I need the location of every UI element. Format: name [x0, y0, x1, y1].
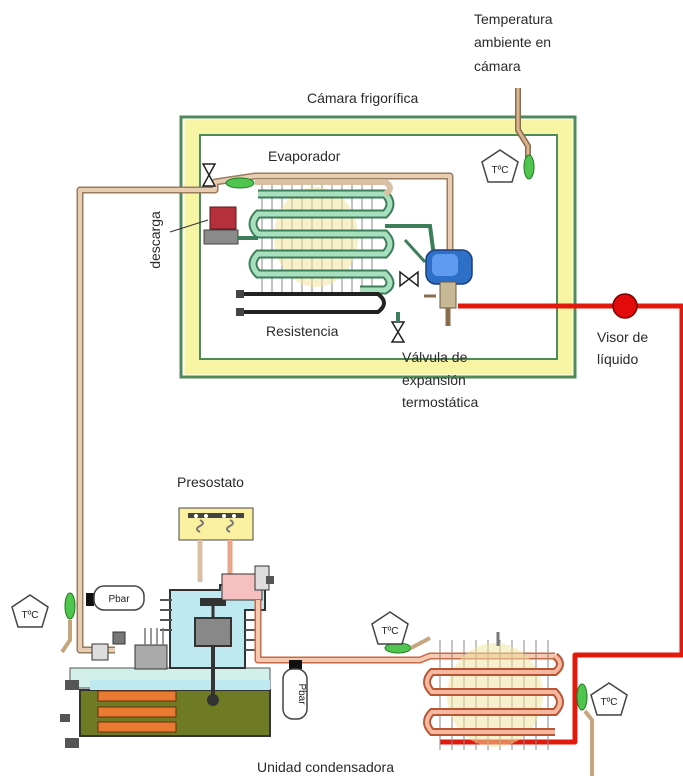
label-temp-ambient-2: ambiente en: [474, 34, 551, 50]
expansion-valve: [424, 249, 473, 326]
temp-sensor-suction: TºC: [11, 594, 49, 628]
pressure-sensor-suction: Pbar: [86, 585, 145, 611]
temp-sensor-discharge-label: TºC: [382, 626, 399, 637]
temp-sensor-ambient-label: TºC: [492, 165, 509, 176]
manual-valve-top: [201, 163, 217, 187]
temp-sensor-liquid: TºC: [590, 682, 628, 716]
label-descarga: descarga: [147, 211, 163, 269]
temp-sensor-discharge: TºC: [371, 611, 409, 645]
pressure-sensor-discharge-label: Pbar: [296, 683, 307, 705]
compressor-unit: [60, 565, 274, 748]
label-visor-2: líquido: [597, 351, 638, 367]
manual-valve-bottom: [390, 321, 406, 343]
label-visor-1: Visor de: [597, 329, 648, 345]
manual-valve-right: [399, 270, 419, 288]
temp-sensor-suction-label: TºC: [22, 610, 39, 621]
bulb-ambient: [523, 154, 535, 180]
condenser: [423, 632, 564, 750]
temp-sensor-liquid-label: TºC: [601, 697, 618, 708]
label-resistencia: Resistencia: [266, 323, 339, 339]
heater-resistance: [236, 290, 386, 316]
pressure-sensor-discharge: Pbar: [282, 660, 308, 720]
bulb-liquid: [576, 683, 588, 711]
pressure-switch: [178, 507, 254, 582]
evaporator: [169, 179, 438, 295]
cold-room: [179, 115, 577, 379]
label-temp-ambient-3: cámara: [474, 58, 521, 74]
label-valvula-1: Válvula de: [402, 349, 468, 365]
label-evaporador: Evaporador: [268, 148, 341, 164]
temp-sensor-ambient: TºC: [481, 149, 519, 183]
bulb-evaporator: [225, 177, 255, 189]
label-valvula-3: termostática: [402, 394, 478, 410]
label-presostato: Presostato: [177, 474, 244, 490]
label-unidad: Unidad condensadora: [257, 759, 394, 775]
liquid-line: [440, 303, 683, 745]
sight-glass: [612, 293, 638, 319]
label-camara: Cámara frigorífica: [307, 90, 418, 106]
label-temp-ambient-1: Temperatura: [474, 11, 553, 27]
label-valvula-2: expansión: [402, 372, 466, 388]
bulb-suction: [64, 592, 76, 620]
sensor-wires: [60, 620, 594, 776]
pressure-sensor-suction-label: Pbar: [108, 594, 130, 605]
